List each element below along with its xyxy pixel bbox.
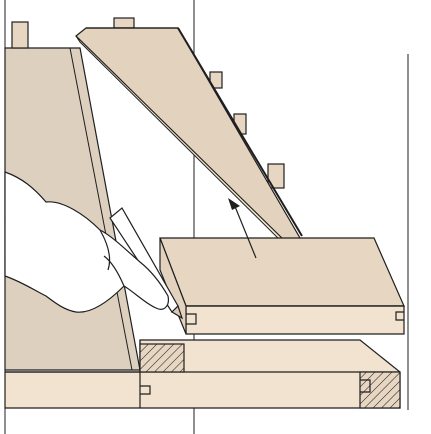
arrow-up-left-icon	[228, 198, 257, 259]
loose-floorboard	[75, 27, 303, 253]
glove-hand-icon	[4, 171, 169, 313]
board-tongue-tabs	[11, 17, 285, 189]
short-board	[159, 237, 405, 335]
floor-cross-section	[4, 339, 401, 409]
